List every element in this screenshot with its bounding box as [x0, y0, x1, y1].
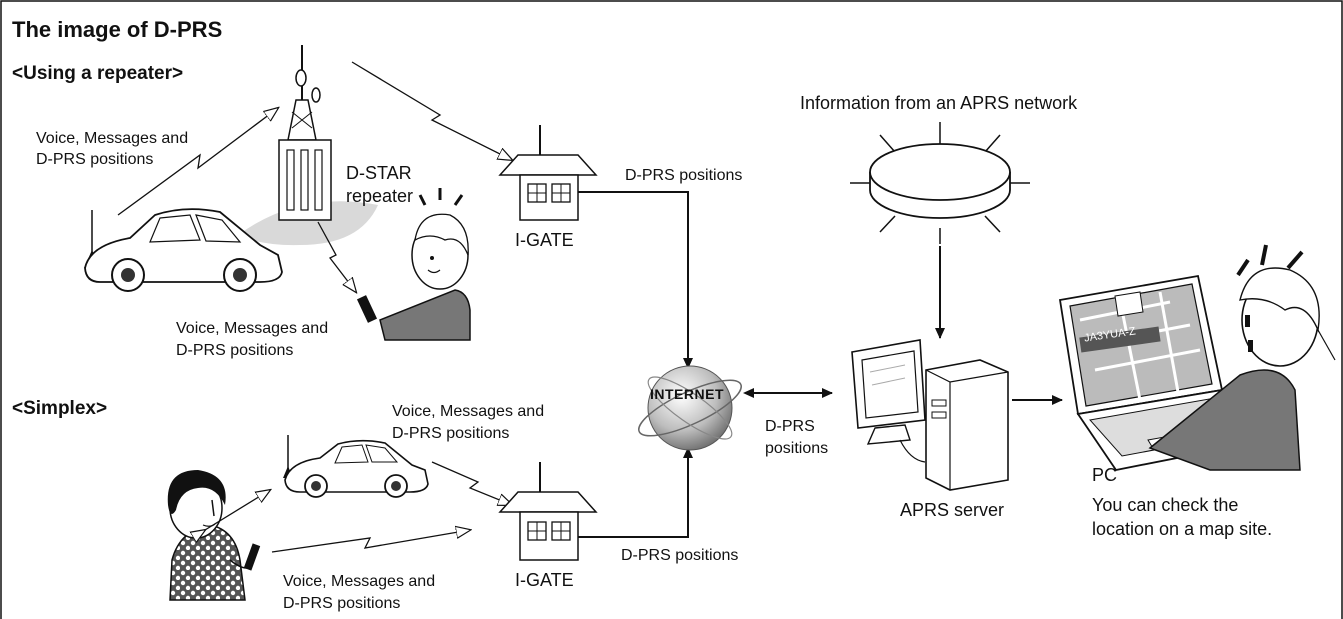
- page-title: The image of D-PRS: [12, 17, 223, 42]
- signal-car-to-igate: [431, 461, 512, 505]
- label-voice-simplex-bottom-1: Voice, Messages and: [283, 573, 436, 590]
- car-icon-simplex: [283, 435, 429, 498]
- signal-car-to-repeater: [117, 108, 278, 216]
- label-voice-top-left-2: D-PRS positions: [36, 151, 154, 168]
- label-dstar-1: D-STAR: [346, 163, 412, 183]
- label-voice-handheld-2: D-PRS positions: [176, 342, 294, 359]
- igate-bottom-icon: [498, 462, 598, 561]
- arrow-igate-to-internet-top: [578, 191, 693, 369]
- car-icon-repeater: [84, 208, 283, 292]
- coverage-shadow: [238, 201, 378, 246]
- label-voice-top-left-1: Voice, Messages and: [36, 130, 189, 147]
- repeater-tower-icon: [278, 45, 332, 221]
- label-pc-caption-1: You can check the: [1092, 495, 1239, 515]
- igate-top-icon: [498, 125, 598, 221]
- internet-globe-icon: [638, 365, 742, 451]
- handheld-user-icon: [356, 188, 471, 341]
- label-internet: INTERNET: [650, 386, 724, 402]
- signal-repeater-to-igate: [351, 61, 512, 160]
- section-heading-repeater: <Using a repeater>: [12, 63, 184, 84]
- label-pc: PC: [1092, 465, 1118, 485]
- label-igate-bottom: I-GATE: [515, 570, 574, 590]
- label-dprs-positions-top: D-PRS positions: [625, 167, 743, 184]
- label-voice-simplex-bottom-2: D-PRS positions: [283, 595, 401, 612]
- label-voice-handheld-1: Voice, Messages and: [176, 320, 329, 337]
- signal-simplex-user-car: [205, 490, 270, 530]
- pc-user-icon: [1148, 244, 1336, 471]
- simplex-user-icon: [167, 470, 261, 601]
- aprs-server-icon: [851, 339, 1009, 491]
- signal-user-to-igate: [271, 530, 470, 553]
- signal-repeater-to-handheld: [317, 221, 356, 292]
- label-voice-simplex-top-1: Voice, Messages and: [392, 403, 545, 420]
- label-pc-caption-2: location on a map site.: [1092, 519, 1273, 539]
- label-igate-top: I-GATE: [515, 230, 574, 250]
- label-dstar-2: repeater: [346, 186, 414, 206]
- label-dprs-positions-bottom: D-PRS positions: [621, 547, 739, 564]
- aprs-network-icon: [850, 122, 1030, 244]
- section-heading-simplex: <Simplex>: [12, 398, 108, 419]
- label-dprs-positions-mid-2: positions: [765, 440, 829, 457]
- arrow-igate-to-internet-bottom: [578, 447, 693, 538]
- label-info-aprs: Information from an APRS network: [800, 93, 1078, 113]
- label-aprs-server: APRS server: [900, 500, 1005, 520]
- label-voice-simplex-top-2: D-PRS positions: [392, 425, 510, 442]
- label-dprs-positions-mid-1: D-PRS: [765, 418, 815, 435]
